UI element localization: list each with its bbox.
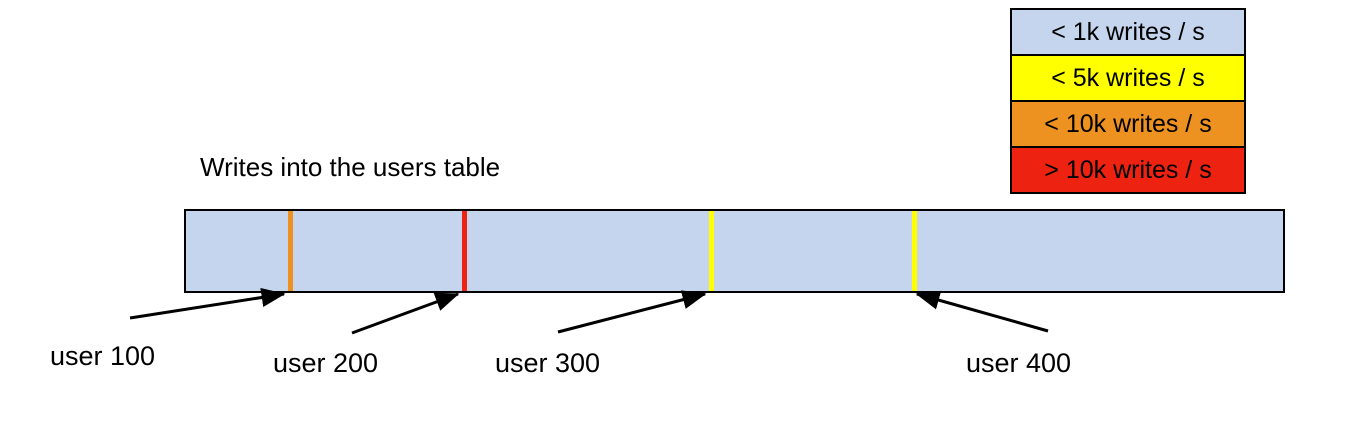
marker-user-200 xyxy=(462,211,467,291)
legend: < 1k writes / s < 5k writes / s < 10k wr… xyxy=(1010,8,1246,194)
arrow-user-300 xyxy=(557,290,707,334)
legend-label-over-10k: > 10k writes / s xyxy=(1044,155,1212,184)
legend-row-under-5k: < 5k writes / s xyxy=(1012,56,1244,102)
label-user-400: user 400 xyxy=(966,348,1072,378)
arrow-user-400 xyxy=(915,290,1049,333)
arrow-user-100 xyxy=(129,287,286,320)
marker-user-100 xyxy=(288,211,293,291)
label-user-200: user 200 xyxy=(273,348,379,378)
marker-user-400 xyxy=(912,211,917,291)
legend-row-under-10k: < 10k writes / s xyxy=(1012,102,1244,148)
label-user-100: user 100 xyxy=(50,341,156,371)
chart-title: Writes into the users table xyxy=(200,152,501,182)
legend-label-under-5k: < 5k writes / s xyxy=(1051,63,1205,92)
users-table-bar xyxy=(184,209,1285,293)
label-user-300: user 300 xyxy=(495,348,601,378)
legend-row-over-10k: > 10k writes / s xyxy=(1012,148,1244,192)
arrow-user-200 xyxy=(351,292,460,335)
legend-row-under-1k: < 1k writes / s xyxy=(1012,10,1244,56)
marker-user-300 xyxy=(709,211,714,291)
legend-label-under-10k: < 10k writes / s xyxy=(1044,109,1212,138)
legend-label-under-1k: < 1k writes / s xyxy=(1051,17,1205,46)
